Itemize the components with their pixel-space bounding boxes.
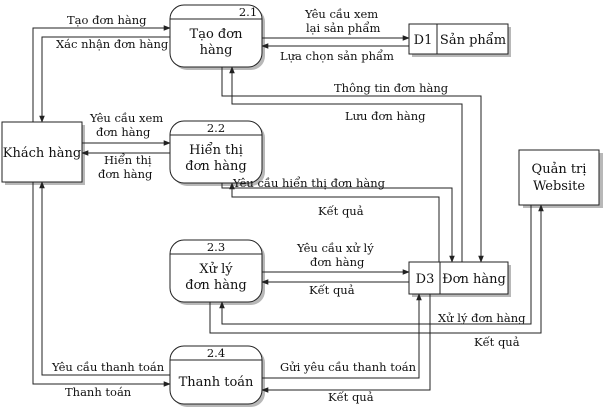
flow-label: Yêu cầu xử lý xyxy=(296,241,374,255)
process-id: 2.3 xyxy=(207,240,225,254)
flow-send-request-payment: Gửi yêu cầu thanh toán xyxy=(262,293,422,379)
flow-request-view-products: Yêu cầu xem lại sản phẩm xyxy=(262,7,410,41)
process-id: 2.2 xyxy=(207,121,225,135)
flow-label: Yêu cầu xem xyxy=(89,111,163,125)
process-name-line2: đơn hàng xyxy=(185,278,246,293)
flow-confirm-order: Xác nhận đơn hàng xyxy=(39,36,170,123)
process-name-line1: Tạo đơn xyxy=(190,27,244,42)
data-store-d3[interactable]: D3 Đơn hàng xyxy=(408,261,511,297)
process-id: 2.1 xyxy=(239,5,257,19)
flow-label: đơn hàng xyxy=(98,167,153,181)
process-name-line1: Hiển thị xyxy=(189,142,243,158)
flow-label: Kết quả xyxy=(318,204,364,218)
process-name-line2: hàng xyxy=(200,43,233,58)
flow-label: Kết quả xyxy=(328,390,374,404)
flow-request-show-order: Yêu cầu hiển thị đơn hàng xyxy=(221,176,455,263)
store-id: D1 xyxy=(414,33,433,48)
process-id: 2.4 xyxy=(207,346,225,360)
flow-request-process-order: Yêu cầu xử lý đơn hàng xyxy=(262,241,410,275)
process-name-line2: đơn hàng xyxy=(185,159,246,174)
process-2-3[interactable]: 2.3 Xử lý đơn hàng xyxy=(169,239,265,305)
data-store-d1[interactable]: D1 Sản phẩm xyxy=(408,23,511,57)
process-name-line1: Thanh toán xyxy=(179,375,254,390)
flow-label: Tạo đơn hàng xyxy=(67,13,147,27)
flow-process-order-admin: Xử lý đơn hàng xyxy=(209,204,544,334)
process-2-2[interactable]: 2.2 Hiển thị đơn hàng xyxy=(169,120,265,186)
flow-label: Yêu cầu thanh toán xyxy=(51,360,165,374)
flow-label: Xác nhận đơn hàng xyxy=(56,37,169,51)
flow-label: lại sản phẩm xyxy=(306,21,381,35)
flow-save-order: Lưu đơn hàng xyxy=(229,66,463,262)
flow-label: Yêu cầu xem xyxy=(304,7,378,21)
flow-create-order: Tạo đơn hàng xyxy=(32,13,171,122)
flow-result-2-4: Kết quả xyxy=(261,294,431,404)
flow-label: Thanh toán xyxy=(65,385,132,399)
flow-choose-product: Lựa chọn sản phẩm xyxy=(261,43,409,63)
flow-label: đơn hàng xyxy=(96,125,151,139)
external-entity-customer[interactable]: Khách hàng xyxy=(1,121,85,185)
process-name-line1: Xử lý xyxy=(199,262,233,277)
flow-label: Kết quả xyxy=(309,283,355,297)
flow-payment: Thanh toán xyxy=(32,182,171,399)
flow-label: Kết quả xyxy=(474,335,520,349)
flow-result-2-2: Kết quả xyxy=(229,182,440,262)
flow-label: Lựa chọn sản phẩm xyxy=(280,49,394,63)
customer-label: Khách hàng xyxy=(3,146,81,161)
flow-label: Lưu đơn hàng xyxy=(345,109,426,123)
flow-label: Yêu cầu hiển thị đơn hàng xyxy=(232,176,386,190)
admin-label-line1: Quản trị xyxy=(532,162,587,177)
external-entity-admin[interactable]: Quản trị Website xyxy=(518,149,603,208)
store-name: Đơn hàng xyxy=(442,272,506,287)
process-2-4[interactable]: 2.4 Thanh toán xyxy=(169,345,265,407)
flow-result-2-3: Kết quả xyxy=(261,279,409,297)
admin-label-line2: Website xyxy=(533,179,585,194)
flow-label: Thông tin đơn hàng xyxy=(334,81,449,95)
store-name: Sản phẩm xyxy=(440,32,506,48)
flow-label: Hiển thị xyxy=(104,153,152,167)
flow-label: Gửi yêu cầu thanh toán xyxy=(280,360,417,374)
flow-request-view-order: Yêu cầu xem đơn hàng xyxy=(82,111,171,146)
store-id: D3 xyxy=(416,272,435,287)
flow-order-info: Thông tin đơn hàng xyxy=(221,67,484,263)
flow-label: Xử lý đơn hàng xyxy=(438,311,526,325)
flow-label: đơn hàng xyxy=(310,255,365,269)
flow-request-payment: Yêu cầu thanh toán xyxy=(39,181,170,376)
flow-show-order: Hiển thị đơn hàng xyxy=(81,150,170,181)
process-2-1[interactable]: 2.1 Tạo đơn hàng xyxy=(169,4,265,70)
flow-result-admin: Kết quả xyxy=(219,205,532,349)
